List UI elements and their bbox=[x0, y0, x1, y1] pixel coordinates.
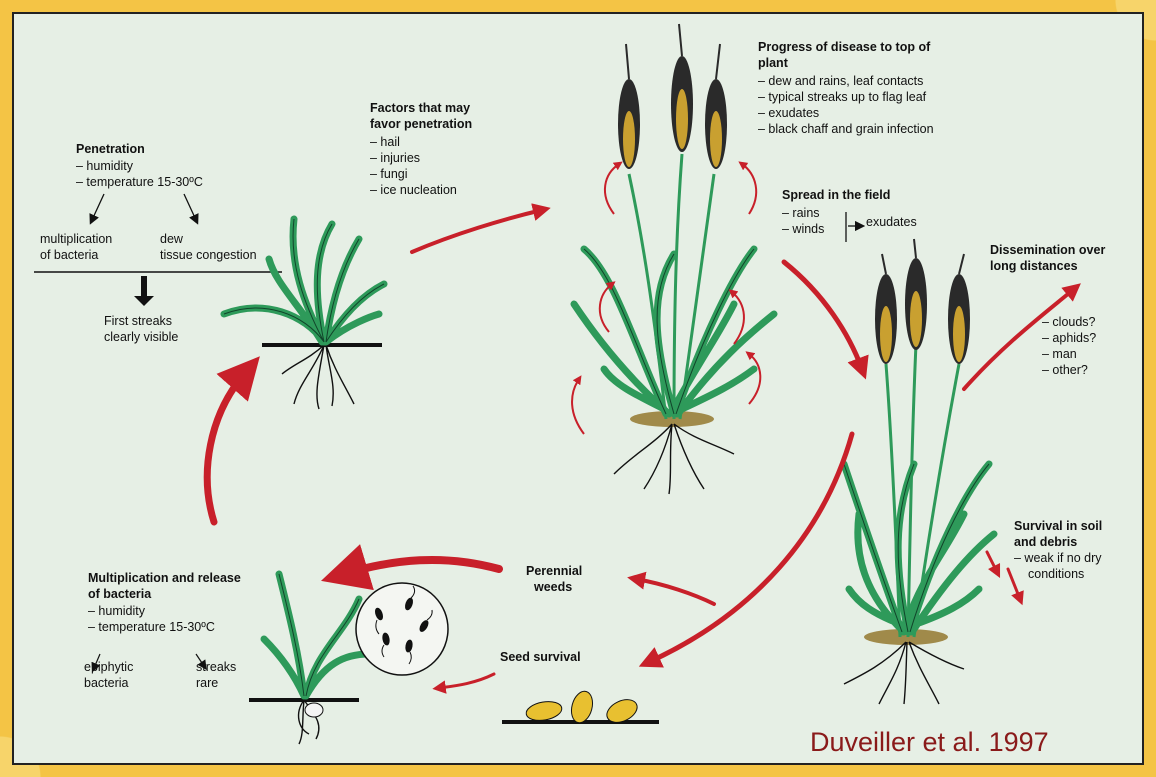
multiplication-left-result: epiphytic bbox=[84, 660, 133, 675]
citation-text: Duveiller et al. 1997 bbox=[810, 727, 1049, 758]
perennial-weeds-label: Perennial bbox=[526, 564, 582, 579]
penetration-right-result: dew bbox=[160, 232, 183, 247]
factors-title: Factors that may bbox=[370, 101, 470, 116]
dissemination-item: – man bbox=[1042, 347, 1077, 362]
dissemination-title: long distances bbox=[990, 259, 1078, 274]
survival-soil-item: conditions bbox=[1028, 567, 1084, 582]
penetration-title: Penetration bbox=[76, 142, 145, 157]
factors-item: – injuries bbox=[370, 151, 420, 166]
dissemination-item: – aphids? bbox=[1042, 331, 1096, 346]
progress-title: Progress of disease to top of bbox=[758, 40, 930, 55]
seedling-illustration bbox=[249, 574, 369, 744]
spread-title: Spread in the field bbox=[782, 188, 890, 203]
factors-item: – fungi bbox=[370, 167, 408, 182]
first-streaks-label: clearly visible bbox=[104, 330, 178, 345]
survival-soil-item: – weak if no dry bbox=[1014, 551, 1102, 566]
penetration-item: – temperature 15-30ºC bbox=[76, 175, 203, 190]
spread-bracket bbox=[846, 212, 860, 242]
spread-item: – winds bbox=[782, 222, 824, 237]
multiplication-title: of bacteria bbox=[88, 587, 151, 602]
spread-result: exudates bbox=[866, 215, 917, 230]
multiplication-item: – humidity bbox=[88, 604, 145, 619]
penetration-left-result: multiplication bbox=[40, 232, 112, 247]
multiplication-item: – temperature 15-30ºC bbox=[88, 620, 215, 635]
first-streaks-label: First streaks bbox=[104, 314, 172, 329]
dissemination-item: – clouds? bbox=[1042, 315, 1096, 330]
multiplication-right-result: rare bbox=[196, 676, 218, 691]
progress-item: – typical streaks up to flag leaf bbox=[758, 90, 926, 105]
factors-item: – ice nucleation bbox=[370, 183, 457, 198]
penetration-item: – humidity bbox=[76, 159, 133, 174]
diagram-panel: Penetration – humidity – temperature 15-… bbox=[12, 12, 1144, 765]
progress-item: – exudates bbox=[758, 106, 819, 121]
survival-soil-title: and debris bbox=[1014, 535, 1077, 550]
spread-item: – rains bbox=[782, 206, 820, 221]
bacteria-circle-illustration bbox=[356, 583, 448, 675]
progress-title: plant bbox=[758, 56, 788, 71]
seed-survival-label: Seed survival bbox=[500, 650, 581, 665]
perennial-weeds-label: weeds bbox=[534, 580, 572, 595]
penetration-right-result: tissue congestion bbox=[160, 248, 257, 263]
dissemination-title: Dissemination over bbox=[990, 243, 1105, 258]
diseased-plant-illustration bbox=[844, 239, 994, 704]
progress-item: – dew and rains, leaf contacts bbox=[758, 74, 923, 89]
factors-item: – hail bbox=[370, 135, 400, 150]
factors-title: favor penetration bbox=[370, 117, 472, 132]
mature-plant-illustration bbox=[574, 24, 774, 494]
penetration-left-result: of bacteria bbox=[40, 248, 98, 263]
progress-item: – black chaff and grain infection bbox=[758, 122, 934, 137]
multiplication-title: Multiplication and release bbox=[88, 571, 241, 586]
multiplication-right-result: streaks bbox=[196, 660, 236, 675]
survival-soil-title: Survival in soil bbox=[1014, 519, 1102, 534]
multiplication-left-result: bacteria bbox=[84, 676, 128, 691]
seeds-illustration bbox=[502, 689, 659, 727]
dissemination-item: – other? bbox=[1042, 363, 1088, 378]
